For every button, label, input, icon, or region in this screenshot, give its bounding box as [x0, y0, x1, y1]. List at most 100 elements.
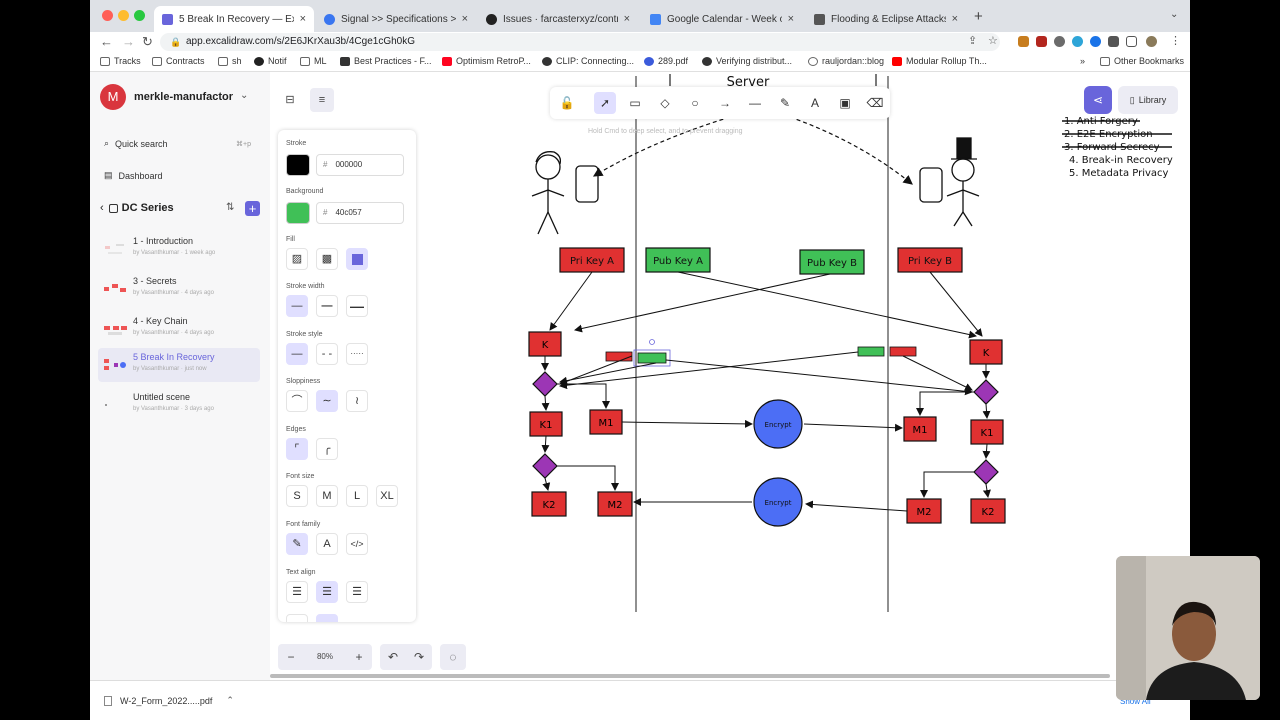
forward-button[interactable]: → — [122, 34, 135, 49]
m1-box-bob[interactable]: M1 — [903, 416, 937, 442]
bookmark-contracts[interactable]: Contracts — [152, 56, 205, 66]
pencil-tool-icon[interactable]: ✎ — [779, 96, 791, 110]
font-size-s[interactable]: S — [286, 485, 308, 507]
extension-icon[interactable] — [1054, 36, 1065, 47]
tab-signal[interactable]: Signal >> Specifications >> Th × — [316, 6, 476, 32]
share-page-icon[interactable]: ⇪ — [968, 35, 978, 47]
encrypt-circle-2[interactable]: Encrypt — [753, 477, 803, 527]
scene-item[interactable]: 1 - Introduction by Vasanthkumar · 1 wee… — [98, 232, 260, 266]
close-tab-icon[interactable]: × — [623, 13, 630, 25]
bookmark-tracks[interactable]: Tracks — [100, 56, 141, 66]
k-box-bob[interactable]: K — [969, 339, 1003, 365]
quick-search-button[interactable]: ⌕ Quick search — [104, 138, 168, 149]
stroke-hex-input[interactable]: #000000 — [316, 154, 404, 176]
tab-excalidraw[interactable]: 5 Break In Recovery — Excalid × — [154, 6, 314, 32]
close-window-button[interactable] — [102, 10, 113, 21]
align-right-icon[interactable]: ☰ — [346, 581, 368, 603]
eraser-tool-icon[interactable]: ⌫ — [866, 96, 884, 110]
diamond-tool-icon[interactable]: ◇ — [660, 96, 670, 110]
extension-icon[interactable] — [1036, 36, 1047, 47]
align-center-icon[interactable]: ☰ — [316, 581, 338, 603]
k2-box-alice[interactable]: K2 — [531, 491, 567, 517]
stroke-thin-icon[interactable]: — — [286, 295, 308, 317]
profile-avatar[interactable] — [1146, 36, 1157, 47]
m2-box-bob[interactable]: M2 — [906, 498, 942, 524]
m2-box-alice[interactable]: M2 — [597, 491, 633, 517]
redo-button[interactable]: ↷ — [406, 644, 432, 670]
back-button[interactable]: ← — [100, 34, 113, 49]
text-tool-icon[interactable]: A — [810, 96, 819, 110]
bookmark-rauljordan[interactable]: rauljordan::blog — [808, 56, 884, 66]
align-left-icon[interactable]: ☰ — [286, 581, 308, 603]
stroke-dashed-icon[interactable]: - - — [316, 343, 338, 365]
edges-round-icon[interactable]: ╭ — [316, 438, 338, 460]
extension-icon[interactable] — [1072, 36, 1083, 47]
chevron-down-icon[interactable]: ⌄ — [240, 90, 249, 101]
pub-key-chip-selected[interactable] — [637, 352, 667, 364]
k1-box-alice[interactable]: K1 — [529, 411, 563, 437]
fill-hachure-icon[interactable]: ▨ — [286, 248, 308, 270]
scene-item[interactable]: 3 - Secrets by Vasanthkumar · 4 days ago — [98, 272, 260, 306]
fill-solid-icon[interactable] — [346, 248, 368, 270]
sloppiness-artist-icon[interactable]: ∼ — [316, 390, 338, 412]
workspace-name[interactable]: merkle-manufactor — [134, 91, 234, 103]
more-bookmarks-button[interactable]: » — [1080, 56, 1086, 66]
zoom-window-button[interactable] — [134, 10, 145, 21]
tab-calendar[interactable]: Google Calendar - Week of Ja × — [642, 6, 802, 32]
library-sidebar-toggle[interactable]: ⊟ — [278, 88, 302, 112]
stroke-color-swatch[interactable] — [286, 154, 310, 176]
line-tool-icon[interactable]: — — [749, 96, 761, 110]
bookmark-notif[interactable]: Notif — [254, 56, 287, 66]
pub-key-b-box[interactable]: Pub Key B — [799, 249, 865, 275]
rectangle-tool-icon[interactable]: ▭ — [629, 96, 641, 110]
bookmark-ml[interactable]: ML — [300, 56, 327, 66]
zoom-out-button[interactable]: − — [278, 644, 304, 670]
tab-github[interactable]: Issues · farcasterxyz/contracts × — [478, 6, 638, 32]
kdf-diamond[interactable] — [532, 453, 558, 479]
font-hand-icon[interactable]: ✎ — [286, 533, 308, 555]
zoom-in-button[interactable]: + — [346, 644, 372, 670]
background-color-swatch[interactable] — [286, 202, 310, 224]
star-icon[interactable]: ☆ — [988, 35, 998, 47]
kebab-menu-icon[interactable]: ⋮ — [1170, 35, 1181, 47]
new-tab-button[interactable]: + — [974, 8, 983, 25]
undo-button[interactable]: ↶ — [380, 644, 406, 670]
other-bookmarks[interactable]: Other Bookmarks — [1100, 56, 1184, 66]
font-normal-icon[interactable]: A — [316, 533, 338, 555]
sloppiness-cartoonist-icon[interactable]: ≀ — [346, 390, 368, 412]
font-size-l[interactable]: L — [346, 485, 368, 507]
url-input[interactable]: 🔒 app.excalidraw.com/s/2E6JKrXau3b/4Cge1… — [160, 33, 1000, 51]
bookmark-289-pdf[interactable]: 289.pdf — [644, 56, 688, 66]
workspace-avatar[interactable]: M — [100, 84, 126, 110]
layer-icon[interactable] — [286, 614, 308, 622]
minimize-window-button[interactable] — [118, 10, 129, 21]
kdf-diamond[interactable] — [973, 379, 999, 405]
scene-item[interactable]: 4 - Key Chain by Vasanthkumar · 4 days a… — [98, 312, 260, 346]
drawing-canvas[interactable]: Server — [270, 72, 1190, 680]
extension-icon[interactable] — [1018, 36, 1029, 47]
hamburger-menu-icon[interactable]: ≡ — [310, 88, 334, 112]
pub-key-a-box[interactable]: Pub Key A — [645, 247, 711, 273]
comment-icon[interactable]: ◌ — [440, 644, 466, 670]
m1-box-alice[interactable]: M1 — [589, 409, 623, 435]
pri-key-a-box[interactable]: Pri Key A — [559, 247, 625, 273]
font-code-icon[interactable]: </> — [346, 533, 368, 555]
bookmark-clip[interactable]: CLIP: Connecting... — [542, 56, 634, 66]
pri-key-b-box[interactable]: Pri Key B — [897, 247, 963, 273]
font-size-m[interactable]: M — [316, 485, 338, 507]
library-button[interactable]: ▯Library — [1118, 86, 1178, 114]
sidepanel-icon[interactable] — [1126, 36, 1137, 47]
sloppiness-architect-icon[interactable]: ⌒ — [286, 390, 308, 412]
collection-header[interactable]: ‹ DC Series — [100, 202, 174, 214]
add-scene-button[interactable]: + — [245, 201, 260, 216]
tab-flooding[interactable]: Flooding & Eclipse Attacks - H × — [806, 6, 966, 32]
pri-key-chip[interactable] — [605, 351, 633, 362]
stroke-solid-icon[interactable]: — — [286, 343, 308, 365]
close-tab-icon[interactable]: × — [299, 13, 306, 25]
rotate-handle[interactable] — [649, 339, 655, 345]
show-all-downloads-link[interactable]: Show All — [1120, 697, 1151, 706]
k-box-alice[interactable]: K — [528, 331, 562, 357]
scene-item[interactable]: 5 Break In Recovery by Vasanthkumar · ju… — [98, 348, 260, 382]
sort-icon[interactable]: ⇅ — [226, 202, 235, 213]
reload-button[interactable]: ↻ — [142, 34, 153, 49]
